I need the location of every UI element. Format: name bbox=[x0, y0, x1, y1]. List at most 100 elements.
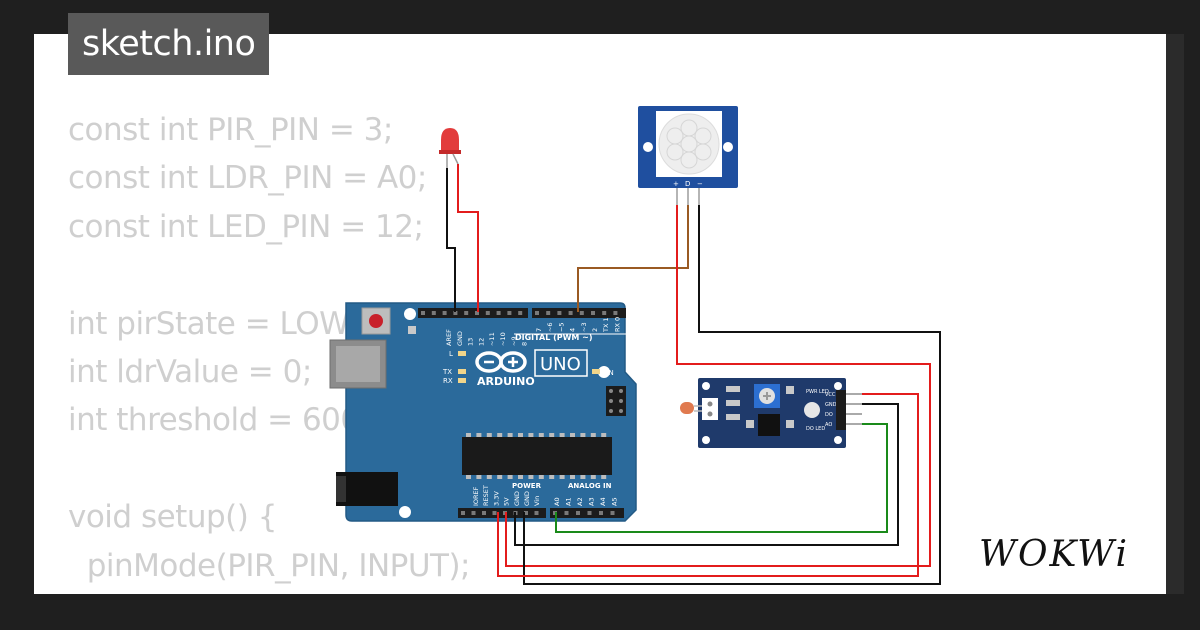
header-pin[interactable] bbox=[431, 311, 436, 315]
pin-label: Vin bbox=[533, 496, 541, 506]
pin-label: RX 0 bbox=[613, 317, 621, 332]
pin-label: TX 1 bbox=[602, 317, 610, 333]
chip-pin bbox=[570, 475, 575, 479]
header-pin[interactable] bbox=[579, 311, 584, 315]
header-pin[interactable] bbox=[591, 311, 595, 315]
header-pin[interactable] bbox=[461, 511, 465, 515]
digital-header-right bbox=[532, 308, 626, 318]
mounting-hole bbox=[404, 308, 416, 320]
chip-pin bbox=[528, 475, 534, 479]
pin-label: 5V bbox=[503, 497, 511, 506]
chip-pin bbox=[518, 433, 523, 437]
wires[interactable] bbox=[446, 164, 941, 585]
svg-text:PWR LED: PWR LED bbox=[806, 389, 829, 395]
chip-pin bbox=[476, 433, 482, 437]
code-line: const int LDR_PIN = A0; bbox=[68, 160, 427, 197]
header-pin[interactable] bbox=[613, 311, 618, 315]
header-pin[interactable] bbox=[471, 511, 476, 515]
ldr-module[interactable]: PWR LED DO LED VCC GND DO AO bbox=[680, 378, 862, 448]
digital-label: DIGITAL (PWM ~) bbox=[515, 333, 593, 342]
pin-label: 7 bbox=[535, 328, 543, 332]
header-pin[interactable] bbox=[496, 311, 501, 315]
header-pin[interactable] bbox=[587, 511, 592, 515]
header-pin[interactable] bbox=[485, 311, 490, 315]
analog-header bbox=[550, 508, 624, 518]
pin-label: ~6 bbox=[546, 322, 554, 332]
chip-pin bbox=[507, 433, 513, 437]
chip-pin bbox=[580, 433, 586, 437]
chip-pin bbox=[538, 475, 544, 479]
svg-text:RX: RX bbox=[443, 377, 453, 385]
svg-text:D: D bbox=[685, 180, 690, 188]
svg-text:−: − bbox=[697, 180, 703, 188]
pin-label: 3.3V bbox=[492, 491, 500, 506]
wire-ldr-vcc bbox=[497, 393, 919, 577]
pin-label: 13 bbox=[467, 338, 475, 346]
header-pin[interactable] bbox=[564, 511, 569, 515]
header-pin[interactable] bbox=[546, 311, 551, 315]
header-pin[interactable] bbox=[442, 311, 447, 315]
svg-text:POWER: POWER bbox=[512, 482, 542, 490]
header-pin[interactable] bbox=[535, 311, 539, 315]
pin-label: GND bbox=[513, 491, 521, 506]
header-pin[interactable] bbox=[518, 311, 523, 315]
pin-label: 4 bbox=[569, 328, 577, 332]
header-pin[interactable] bbox=[507, 311, 512, 315]
chip-pin bbox=[580, 475, 586, 479]
arduino-logo-icon bbox=[475, 351, 527, 373]
pin-label: A3 bbox=[588, 497, 596, 506]
header-pin[interactable] bbox=[421, 311, 425, 315]
svg-text:DO: DO bbox=[825, 412, 833, 418]
svg-text:TX: TX bbox=[442, 368, 452, 376]
tx-led bbox=[458, 369, 466, 374]
pin-label: GND bbox=[456, 331, 464, 346]
header-pin[interactable] bbox=[534, 511, 539, 515]
header-pin[interactable] bbox=[602, 311, 607, 315]
wire-pir-gnd bbox=[523, 205, 941, 585]
header-pin[interactable] bbox=[524, 511, 528, 515]
chip-pin bbox=[528, 433, 534, 437]
pin-label: ~9 bbox=[510, 336, 518, 346]
comparator-chip bbox=[758, 414, 780, 436]
pin-label: 12 bbox=[477, 338, 485, 346]
header-pin[interactable] bbox=[599, 511, 603, 515]
wokwi-logo-icon: WOKWi bbox=[979, 534, 1127, 575]
red-led[interactable] bbox=[439, 128, 461, 168]
l-led bbox=[458, 351, 466, 356]
header-pin[interactable] bbox=[568, 311, 573, 315]
pin-label: AREF bbox=[445, 329, 453, 346]
header-pin[interactable] bbox=[453, 311, 458, 315]
icsp-header bbox=[606, 386, 626, 416]
svg-text:ANALOG IN: ANALOG IN bbox=[568, 482, 612, 490]
header-pin[interactable] bbox=[576, 511, 580, 515]
wire-pir-signal bbox=[577, 205, 689, 312]
chip-pin bbox=[518, 475, 523, 479]
header-pin[interactable] bbox=[610, 511, 615, 515]
chip-pin bbox=[549, 433, 555, 437]
card-edge bbox=[1166, 34, 1184, 594]
code-line: int ldrValue = 0; bbox=[68, 353, 312, 390]
wokwi-logo[interactable]: WOKWi bbox=[975, 528, 1153, 578]
pir-sensor[interactable]: + D − bbox=[638, 106, 738, 205]
header-pin[interactable] bbox=[492, 511, 497, 515]
rx-led bbox=[458, 378, 466, 383]
svg-text:GND: GND bbox=[825, 402, 837, 408]
wire-pir-vcc bbox=[505, 205, 931, 567]
brand-label: ARDUINO bbox=[477, 375, 535, 388]
mounting-hole bbox=[598, 366, 610, 378]
code-line: void setup() { bbox=[68, 499, 277, 536]
svg-text:VCC: VCC bbox=[825, 392, 836, 398]
header-pin[interactable] bbox=[557, 311, 562, 315]
chip-pin bbox=[549, 475, 555, 479]
header-pin[interactable] bbox=[464, 311, 469, 315]
pin-label: A0 bbox=[553, 497, 561, 506]
header-pin[interactable] bbox=[475, 311, 479, 315]
pin-label: A5 bbox=[611, 497, 619, 506]
chip-pin bbox=[601, 475, 607, 479]
pin-label: IOREF bbox=[472, 486, 480, 506]
mounting-hole bbox=[399, 506, 411, 518]
chip-pin bbox=[559, 433, 565, 437]
header-pin[interactable] bbox=[482, 511, 486, 515]
